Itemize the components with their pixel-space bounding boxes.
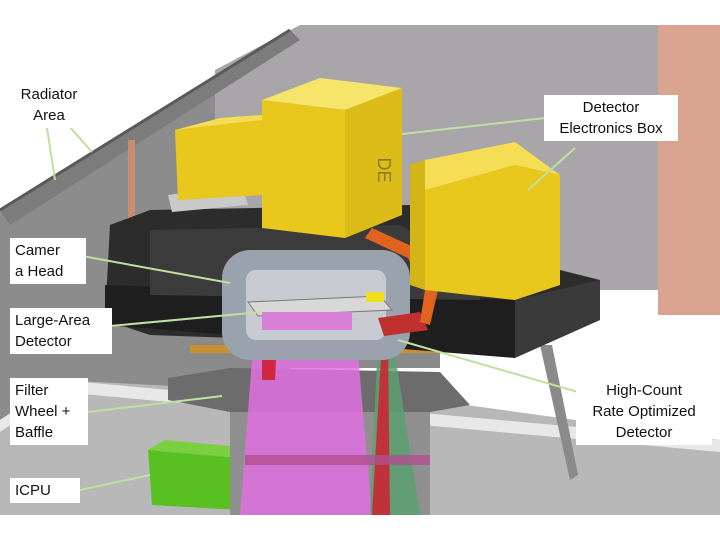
leader-lines — [46, 117, 579, 491]
optical-bench-right — [515, 280, 600, 358]
large-area-label-line1: Large-Area — [15, 312, 91, 329]
high-count-detector — [378, 312, 428, 336]
de-box-front — [262, 100, 345, 238]
radiator-area-label-line2: Area — [33, 107, 65, 124]
leader-de-box — [401, 117, 546, 135]
large-area-detector-plate — [247, 295, 394, 317]
red-beam-lower — [372, 340, 390, 515]
high-count-label-line1: High-Count — [606, 382, 682, 399]
icpu-label: ICPU — [10, 478, 80, 503]
icpu-box — [148, 450, 240, 510]
camera-head-label-line1: Camer — [15, 242, 61, 259]
filter-wheel-label-line2: Wheel + — [15, 403, 71, 420]
high-count-label-line3: Detector — [615, 424, 673, 441]
left-yellow-box-side — [175, 120, 262, 200]
de-box-side — [345, 88, 402, 238]
leader-filter-wheel — [87, 395, 223, 413]
beam-band — [245, 455, 430, 465]
leader-icpu — [79, 474, 151, 491]
leader-high-count — [397, 339, 579, 393]
right-yellow-box-left — [410, 160, 425, 290]
filter-wheel-baffle-label: Filter Wheel + Baffle — [10, 378, 88, 445]
high-count-label-line2: Rate Optimized — [592, 403, 696, 420]
support-leg — [540, 345, 578, 480]
radiator-area-label-line1: Radiator — [20, 86, 78, 103]
de-box-label-line2: Electronics Box — [559, 120, 663, 137]
radiator-panel — [0, 30, 300, 225]
right-yellow-box-front — [425, 165, 560, 300]
de-marking: DE — [374, 157, 394, 182]
radiator-area-label: Radiator Area — [10, 82, 88, 128]
large-area-detector-label: Large-Area Detector — [10, 308, 112, 354]
leader-radiator-2 — [67, 124, 93, 153]
floor-strip — [0, 515, 720, 540]
icpu-box-side — [148, 440, 250, 458]
leader-camera-head — [81, 255, 231, 284]
radiator-edge — [0, 28, 291, 212]
right-wall-panel — [658, 25, 720, 315]
de-box-top — [262, 78, 402, 110]
de-box-label-line1: Detector — [582, 99, 640, 116]
camera-head-label-line2: a Head — [15, 263, 64, 280]
filter-wheel-label-line1: Filter — [15, 382, 49, 399]
leader-large-area — [109, 311, 263, 327]
large-area-label-line2: Detector — [15, 333, 72, 350]
leader-right-box — [527, 147, 576, 191]
leader-radiator-1 — [46, 127, 56, 181]
camera-head-label: Camer a Head — [10, 238, 86, 284]
high-count-rate-detector-label: High-Count Rate Optimized Detector — [576, 378, 712, 445]
detector-accent — [366, 292, 384, 302]
icpu-label-line1: ICPU — [15, 482, 51, 499]
right-yellow-box-top — [425, 142, 560, 190]
filter-wheel-label-line3: Baffle — [15, 424, 54, 441]
detector-electronics-box-label: Detector Electronics Box — [544, 95, 678, 141]
large-area-detector — [262, 312, 352, 330]
